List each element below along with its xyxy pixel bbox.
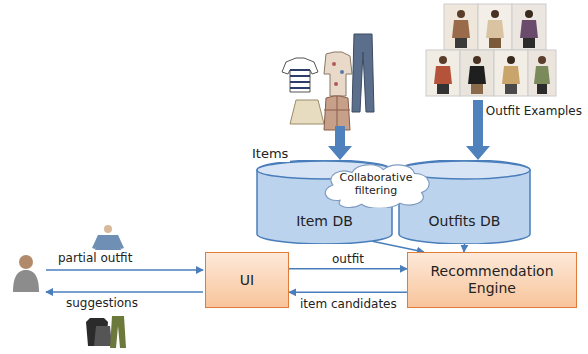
node-text: Collaborative filtering [336, 171, 416, 197]
process-box: Recommendation Engine [407, 252, 577, 308]
connector [289, 268, 407, 269]
edge-label: outfit [330, 252, 366, 266]
node-label: UI [240, 272, 254, 289]
annotation-label: suggestions [64, 296, 140, 310]
node-text: UI [240, 272, 254, 289]
connector [463, 244, 465, 252]
user-icon [13, 255, 39, 292]
node-label: Outfits DB [429, 213, 501, 230]
suggestion-icons [86, 316, 126, 348]
items-illustration [282, 34, 374, 130]
node-text: Recommendation Engine [426, 263, 558, 297]
connector [372, 241, 424, 252]
outfit-photos [426, 4, 556, 96]
connector [289, 292, 407, 293]
connector-line [289, 268, 407, 270]
input-arrow [46, 269, 203, 271]
node-text: Outfits DB [429, 213, 501, 230]
connector-line [289, 292, 407, 294]
annotation-label: Outfit Examples [484, 104, 584, 118]
annotation-label: partial outfit [56, 251, 134, 265]
node-text: Item DB [296, 213, 353, 230]
node-label: Item DB [296, 213, 353, 230]
connector-line [372, 241, 424, 252]
items-input-arrow [328, 126, 352, 160]
output-arrow [46, 291, 203, 293]
annotation-label: Items [250, 146, 290, 162]
node-label: Recommendation Engine [426, 263, 558, 297]
node-label: Collaborative filtering [336, 171, 416, 197]
connector-line [463, 244, 465, 252]
process-cloud: Collaborative filtering [316, 160, 436, 208]
process-box: UI [205, 252, 289, 308]
cloud-shape [325, 165, 429, 208]
edge-label: item candidates [298, 297, 399, 311]
jacket-icon [92, 225, 124, 250]
